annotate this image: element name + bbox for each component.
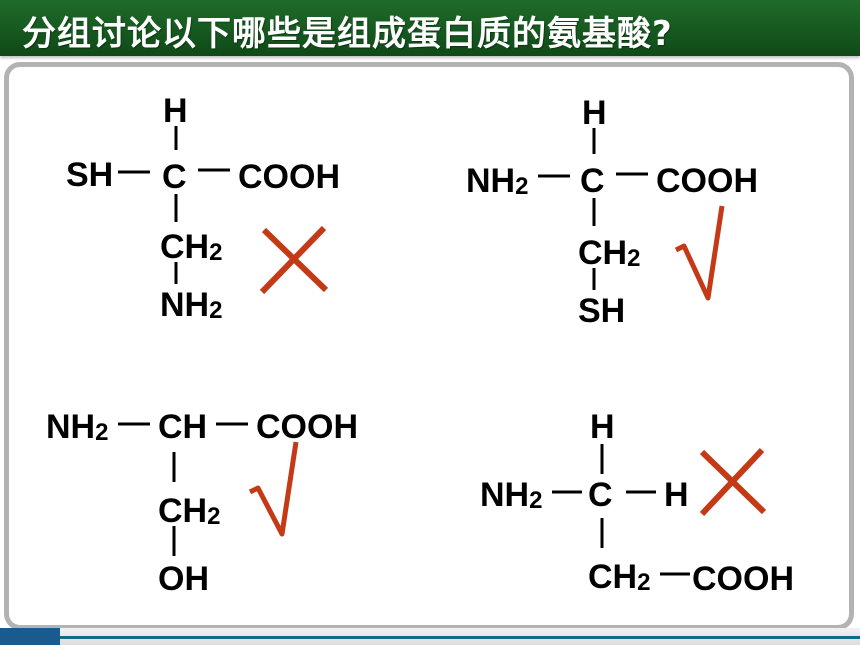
m4-right-h: H	[664, 476, 689, 514]
m1-cross-mark	[259, 225, 329, 295]
m4-ch2: CH2	[588, 558, 650, 596]
m2-left-nh2: NH2	[466, 162, 528, 200]
molecule-3: NH2 CH COOH CH2 OH	[46, 408, 358, 598]
m3-ch2: CH2	[158, 492, 220, 530]
m2-right-cooh: COOH	[656, 162, 758, 200]
m2-check-mark	[674, 205, 725, 301]
m2-sh: SH	[578, 292, 625, 330]
m2-top-h: H	[582, 94, 607, 132]
m3-check-mark	[248, 441, 299, 537]
m4-top-h: H	[590, 408, 615, 446]
bottom-tab	[0, 628, 60, 645]
content-panel	[4, 62, 854, 630]
title-bar: 分组讨论以下哪些是组成蛋白质的氨基酸?	[0, 0, 860, 56]
m1-ch2: CH2	[160, 228, 222, 266]
m4-cross-mark	[699, 447, 767, 517]
m1-left-sh: SH	[66, 156, 113, 194]
m4-left-nh2: NH2	[480, 476, 542, 514]
bottom-accent-line	[60, 636, 860, 639]
m3-oh: OH	[158, 560, 209, 598]
molecule-2: H NH2 C COOH CH2 SH	[466, 94, 758, 330]
m3-right-cooh: COOH	[256, 408, 358, 446]
slide-title: 分组讨论以下哪些是组成蛋白质的氨基酸?	[22, 14, 673, 54]
m2-ch2: CH2	[578, 234, 640, 272]
molecule-1: H SH C COOH CH2 NH2	[66, 92, 340, 324]
molecule-4: H NH2 C H CH2 COOH	[480, 408, 794, 598]
m3-center-ch: CH	[158, 408, 207, 446]
m1-right-cooh: COOH	[238, 158, 340, 196]
m3-left-nh2: NH2	[46, 408, 108, 446]
m1-top-h: H	[163, 92, 188, 130]
m1-center-c: C	[162, 158, 187, 196]
m2-center-c: C	[580, 162, 605, 200]
m4-center-c: C	[588, 476, 613, 514]
m1-nh2: NH2	[160, 286, 222, 324]
m4-side-cooh: COOH	[692, 560, 794, 598]
